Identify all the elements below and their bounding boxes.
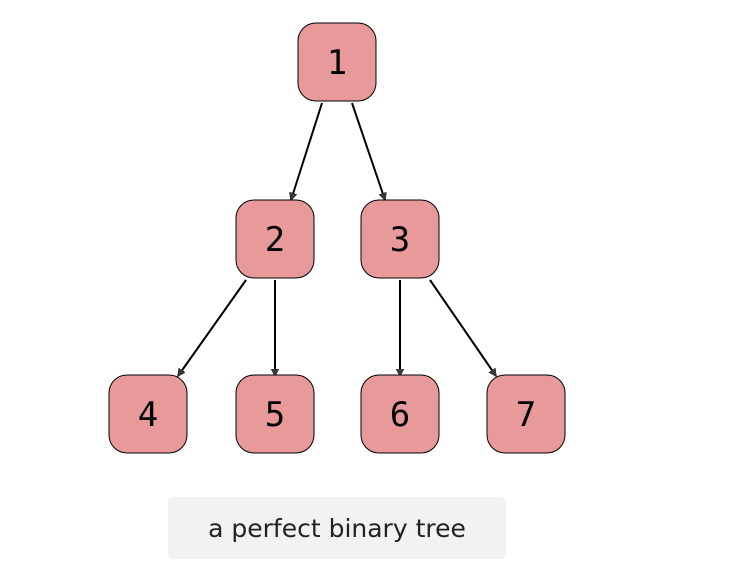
node-box-3	[360, 199, 440, 279]
node-box-4	[108, 374, 188, 454]
node-box-7	[486, 374, 566, 454]
edge-2-to-4	[177, 279, 247, 376]
node-label-6: 6	[390, 395, 410, 435]
caption-text: a perfect binary tree	[208, 513, 466, 543]
node-label-4: 4	[138, 395, 158, 435]
node-4: 4	[108, 374, 188, 454]
node-5: 5	[235, 374, 315, 454]
node-label-5: 5	[265, 395, 285, 435]
node-label-3: 3	[390, 220, 410, 260]
node-2: 2	[235, 199, 315, 279]
node-1: 1	[297, 22, 377, 102]
node-box-2	[235, 199, 315, 279]
node-box-5	[235, 374, 315, 454]
caption-box: a perfect binary tree	[168, 497, 506, 559]
node-label-7: 7	[516, 395, 536, 435]
edge-1-to-3	[351, 102, 385, 200]
node-6: 6	[360, 374, 440, 454]
node-3: 3	[360, 199, 440, 279]
node-box-1	[297, 22, 377, 102]
node-label-1: 1	[327, 43, 347, 83]
nodes-layer: 1 2 3 4 5 6 7	[108, 22, 566, 454]
edge-3-to-7	[429, 279, 497, 376]
edge-1-to-2	[291, 102, 323, 200]
node-box-6	[360, 374, 440, 454]
edges-layer	[177, 102, 497, 376]
node-label-2: 2	[265, 220, 285, 260]
node-7: 7	[486, 374, 566, 454]
